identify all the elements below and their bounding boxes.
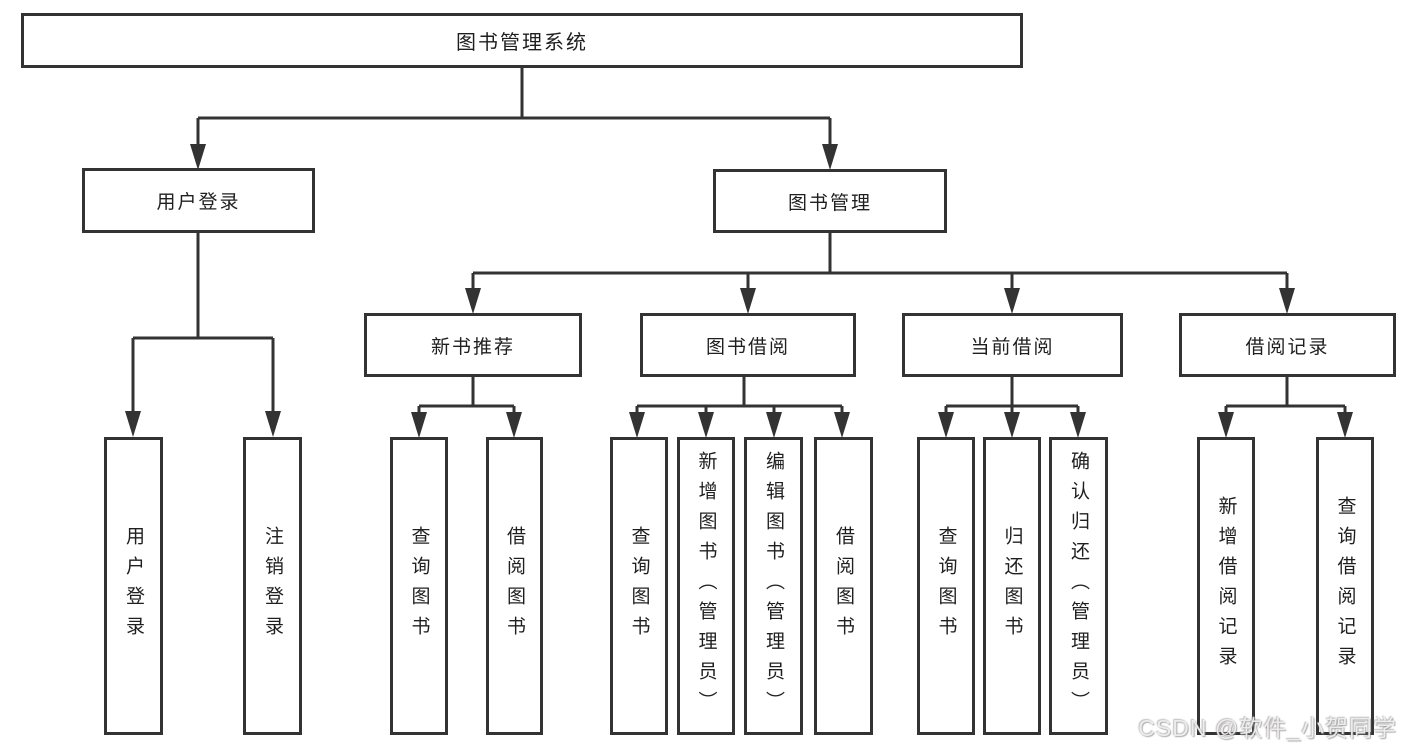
arrowheads: [125, 144, 1353, 438]
node-leaf-br-add-record-label: 新增借阅记录: [1215, 496, 1237, 676]
node-book-borrow-label: 图书借阅: [705, 336, 790, 358]
node-leaf-cb-query-book: 查询图书: [917, 437, 975, 735]
node-leaf-user-login-label: 用户登录: [123, 526, 144, 646]
node-user-login: 用户登录: [82, 168, 315, 233]
node-leaf-bb-edit-book-admin-label: 编辑图书（管理员）: [763, 451, 784, 721]
node-leaf-br-add-record: 新增借阅记录: [1197, 437, 1255, 735]
node-borrow-records-label: 借阅记录: [1245, 336, 1330, 358]
node-leaf-cb-return-book: 归还图书: [983, 437, 1041, 735]
node-leaf-rec-query-book-label: 查询图书: [408, 526, 430, 646]
node-leaf-rec-query-book: 查询图书: [390, 437, 448, 735]
node-root-label: 图书管理系统: [456, 32, 588, 54]
node-leaf-bb-borrow-book-label: 借阅图书: [833, 526, 854, 646]
node-leaf-bb-query-book-label: 查询图书: [628, 526, 650, 646]
node-leaf-bb-add-book-admin-label: 新增图书（管理员）: [695, 451, 717, 721]
node-leaf-br-query-record: 查询借阅记录: [1316, 437, 1374, 735]
node-leaf-logout: 注销登录: [243, 437, 302, 735]
node-leaf-user-login: 用户登录: [104, 437, 163, 735]
node-new-book-recommend: 新书推荐: [364, 313, 582, 377]
node-leaf-cb-return-book-label: 归还图书: [1001, 526, 1023, 646]
node-leaf-bb-edit-book-admin: 编辑图书（管理员）: [744, 437, 803, 735]
node-root: 图书管理系统: [21, 13, 1023, 68]
node-leaf-bb-query-book: 查询图书: [610, 437, 668, 735]
node-leaf-rec-borrow-book: 借阅图书: [486, 437, 543, 735]
node-new-book-recommend-label: 新书推荐: [430, 336, 515, 358]
node-book-manage-label: 图书管理: [787, 192, 872, 214]
node-leaf-rec-borrow-book-label: 借阅图书: [504, 526, 525, 646]
node-book-borrow: 图书借阅: [640, 313, 856, 377]
node-current-borrow-label: 当前借阅: [970, 336, 1055, 358]
node-borrow-records: 借阅记录: [1179, 313, 1396, 377]
node-leaf-bb-borrow-book: 借阅图书: [814, 437, 873, 735]
node-leaf-br-query-record-label: 查询借阅记录: [1334, 496, 1356, 676]
node-leaf-cb-confirm-return-admin-label: 确认归还（管理员）: [1068, 451, 1089, 721]
node-user-login-label: 用户登录: [156, 192, 241, 213]
node-leaf-logout-label: 注销登录: [262, 526, 283, 646]
node-leaf-bb-add-book-admin: 新增图书（管理员）: [677, 437, 735, 735]
node-leaf-cb-query-book-label: 查询图书: [935, 526, 957, 646]
node-current-borrow: 当前借阅: [902, 313, 1123, 377]
node-leaf-cb-confirm-return-admin: 确认归还（管理员）: [1049, 437, 1108, 735]
node-book-manage: 图书管理: [713, 169, 947, 233]
